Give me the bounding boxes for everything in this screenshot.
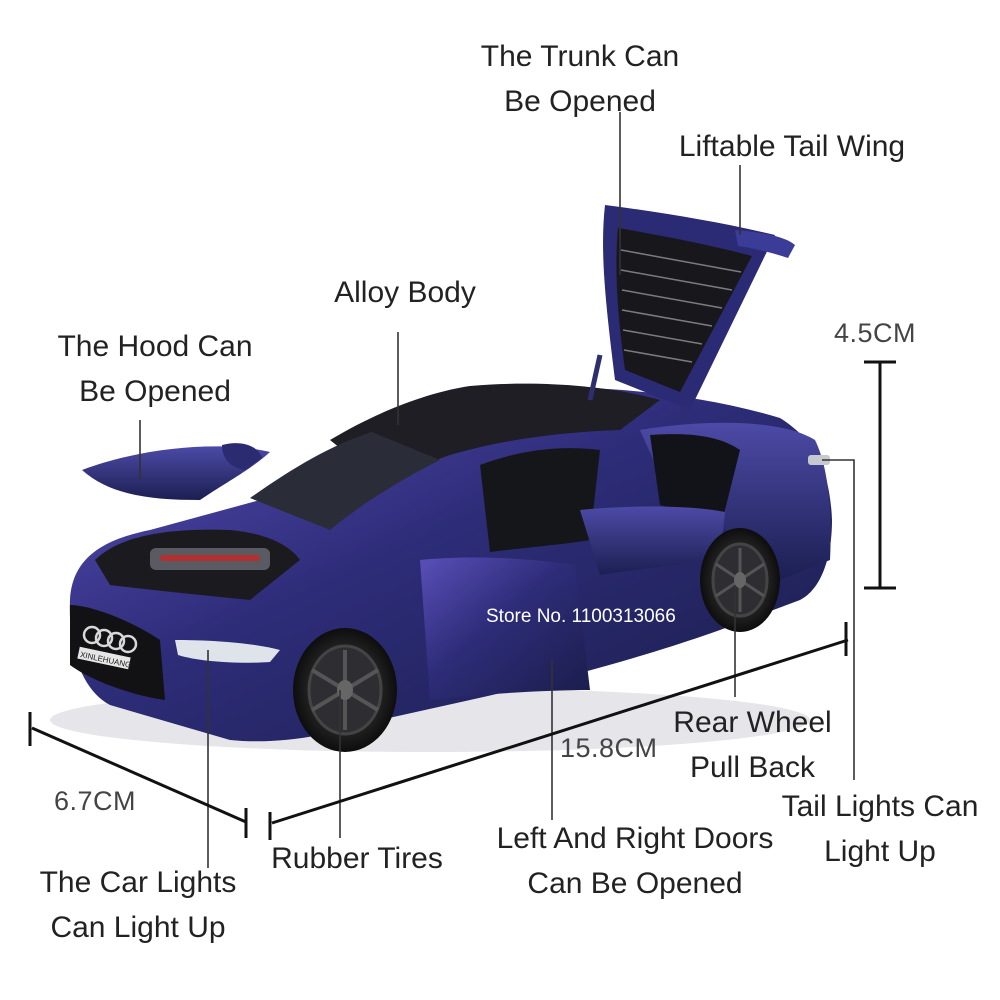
side-mirror	[222, 443, 262, 470]
front-wheel	[293, 628, 397, 752]
dimension-lines	[28, 360, 896, 840]
windshield	[250, 432, 440, 530]
label-hood: The Hood Can Be Opened	[57, 330, 253, 408]
dimension-width: 6.7CM	[54, 786, 137, 816]
open-rear-door	[580, 506, 725, 575]
dimension-height: 4.5CM	[834, 318, 917, 348]
store-watermark: Store No. 1100313066	[486, 606, 676, 627]
label-rubber-tires: Rubber Tires	[271, 842, 443, 875]
label-tail-lights: Tail Lights Can Light Up	[781, 790, 979, 868]
rear-window	[650, 434, 740, 530]
label-tail-wing: Liftable Tail Wing	[678, 130, 906, 163]
headlight	[175, 640, 280, 663]
dimension-length: 15.8CM	[560, 733, 658, 763]
open-front-door	[420, 557, 590, 700]
label-alloy-body: Alloy Body	[334, 276, 476, 309]
callout-lines	[139, 112, 855, 868]
interior	[480, 448, 600, 552]
rear-wheel	[700, 528, 780, 632]
front-grille	[70, 605, 165, 700]
open-hood	[82, 446, 270, 500]
label-trunk: The Trunk Can Be Opened	[480, 40, 680, 118]
tail-light	[808, 455, 830, 465]
label-doors: Left And Right Doors Can Be Opened	[496, 822, 774, 900]
trunk-glass	[616, 228, 752, 392]
label-rear-wheel: Rear Wheel Pull Back	[673, 706, 832, 784]
label-car-lights: The Car Lights Can Light Up	[39, 866, 237, 944]
tail-wing	[735, 230, 795, 258]
